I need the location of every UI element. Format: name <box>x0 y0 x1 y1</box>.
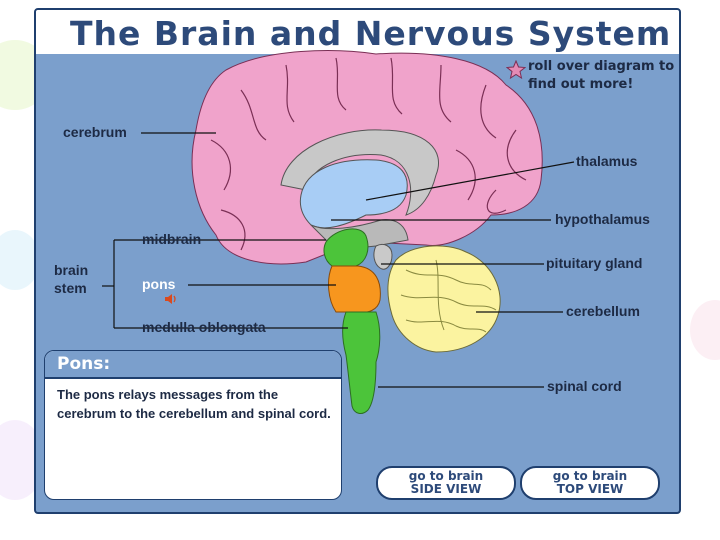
side-view-button-label-line1: go to brain <box>408 469 484 483</box>
label-brain-stem-line1: brain <box>54 262 89 278</box>
top-view-button-label-line2: TOP VIEW <box>556 482 624 496</box>
label-spinal-cord[interactable]: spinal cord <box>547 378 622 394</box>
label-midbrain[interactable]: midbrain <box>142 231 202 247</box>
title-bar: The Brain and Nervous System <box>36 10 679 54</box>
background-decoration <box>690 300 720 360</box>
background-decoration <box>0 230 40 290</box>
label-thalamus[interactable]: thalamus <box>576 153 638 169</box>
page-title: The Brain and Nervous System <box>70 14 672 53</box>
speaker-icon[interactable] <box>164 292 178 306</box>
info-text: The pons relays messages from the cerebr… <box>57 387 331 421</box>
hint-text: roll over diagram to find out more! <box>528 59 675 92</box>
cerebrum-folds <box>210 57 527 251</box>
cerebrum-region[interactable] <box>191 50 543 265</box>
info-header: Pons: <box>45 351 341 379</box>
top-view-button[interactable]: go to brain TOP VIEW <box>520 466 660 500</box>
brain-diagram[interactable] <box>36 10 679 512</box>
label-brain-stem-line2: stem <box>54 280 87 296</box>
cerebellum-folds <box>400 259 497 333</box>
pons-region[interactable] <box>328 265 381 313</box>
main-panel: The Brain and Nervous System <box>34 8 681 514</box>
star-icon <box>506 60 526 80</box>
thalamus-region[interactable] <box>299 159 408 229</box>
midbrain-region[interactable] <box>323 228 369 267</box>
side-view-button-label-line2: SIDE VIEW <box>410 482 482 496</box>
label-pons[interactable]: pons <box>142 276 176 292</box>
medulla-region[interactable] <box>342 311 381 414</box>
label-cerebellum[interactable]: cerebellum <box>566 303 640 319</box>
label-pituitary-gland[interactable]: pituitary gland <box>546 255 643 271</box>
info-title: Pons: <box>57 354 111 374</box>
cerebellum-region[interactable] <box>387 245 501 353</box>
corpus-callosum-region[interactable] <box>280 129 440 216</box>
info-box: Pons: The pons relays messages from the … <box>44 350 342 500</box>
label-medulla-oblongata[interactable]: medulla oblongata <box>142 319 266 335</box>
pituitary-region[interactable] <box>373 243 393 270</box>
side-view-button[interactable]: go to brain SIDE VIEW <box>376 466 516 500</box>
top-view-button-label-line1: go to brain <box>552 469 628 483</box>
label-pointer-lines <box>102 132 575 388</box>
label-hypothalamus[interactable]: hypothalamus <box>555 211 650 227</box>
label-cerebrum[interactable]: cerebrum <box>63 124 127 140</box>
